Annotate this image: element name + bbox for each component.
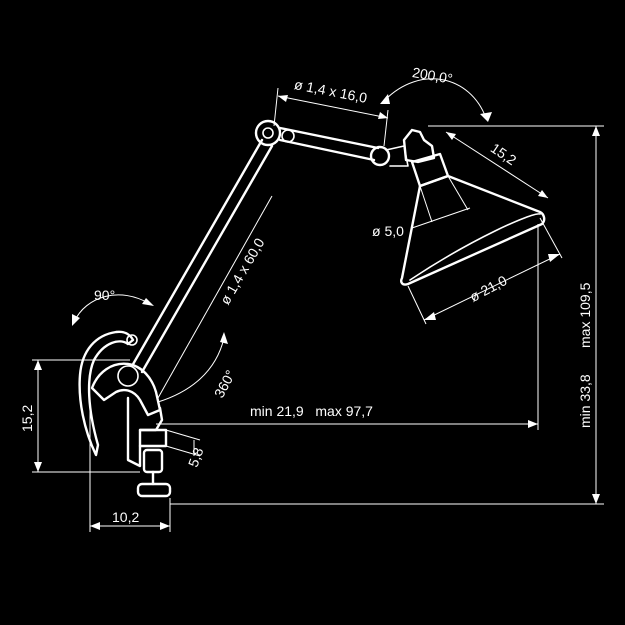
- label-clamp-width: 10,2: [112, 509, 139, 525]
- socket-dim: [411, 207, 471, 229]
- label-socket-diameter: ø 5,0: [372, 223, 404, 239]
- angle-200-arc: [384, 78, 487, 119]
- label-shade-diameter: ø 21,0: [467, 272, 510, 305]
- shade-rim: [409, 213, 541, 281]
- clamp-screw-knob: [136, 482, 172, 498]
- lower-arm-dim: [157, 195, 273, 399]
- label-shade-length: 15,2: [488, 140, 520, 169]
- label-height-max: max 109,5: [577, 282, 593, 348]
- dimension-lines: [32, 78, 604, 532]
- shade-diameter-dim: [423, 253, 561, 321]
- head-joint: [369, 145, 391, 167]
- angle-90-arc: [73, 294, 151, 323]
- label-clamp-small: 5,8: [185, 445, 207, 469]
- label-clamp-angle: 90°: [94, 287, 115, 303]
- angle-360-arc: [157, 337, 225, 403]
- clamp-jaw: [138, 428, 168, 448]
- shade-length-dim: [445, 131, 549, 199]
- clamp-body: [90, 362, 162, 417]
- label-lower-arm: ø 1,4 x 60,0: [217, 235, 268, 307]
- arm-clip: [126, 334, 138, 346]
- label-reach: min 21,9 max 97,7: [250, 403, 373, 419]
- clamp-screw: [142, 448, 164, 474]
- label-base-rotation: 360°: [211, 367, 239, 400]
- shade: [400, 174, 546, 286]
- elbow-joint-inner: [262, 127, 274, 139]
- label-height-min: min 33,8: [577, 374, 593, 428]
- base-joint: [117, 365, 139, 387]
- lower-arm: [130, 138, 274, 374]
- lamp-outline: [78, 119, 546, 498]
- elbow-joint: [254, 119, 282, 147]
- upper-arm: [278, 126, 380, 162]
- label-arm-joint-angle: 200,0°: [411, 64, 454, 87]
- clamp-hook: [78, 330, 135, 457]
- socket: [402, 128, 436, 164]
- label-clamp-height: 15,2: [19, 405, 35, 432]
- upper-arm-dim: [277, 95, 389, 119]
